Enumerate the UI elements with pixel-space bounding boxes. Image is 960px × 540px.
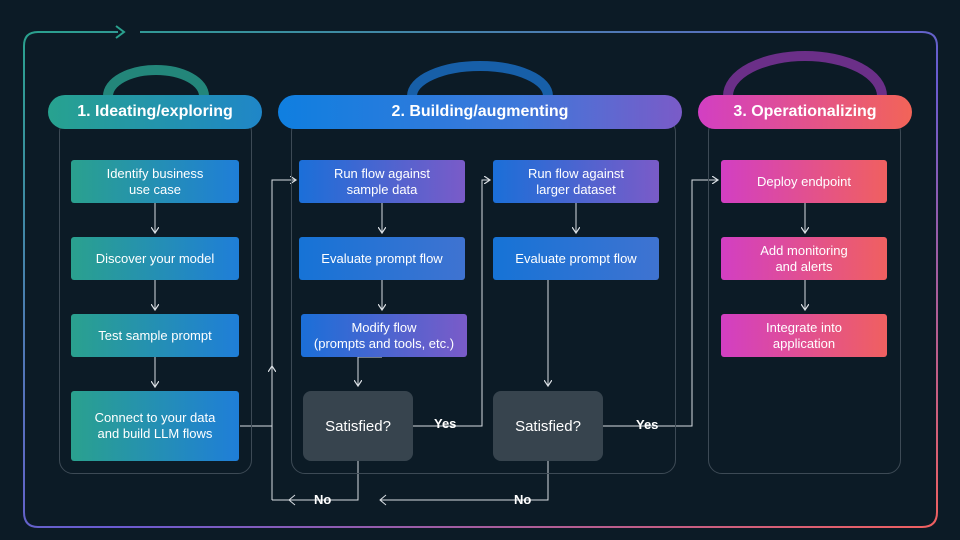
edge-label-no-2: No	[514, 492, 532, 507]
arc-phase-1	[103, 65, 209, 97]
step-modify-flow: Modify flow (prompts and tools, etc.)	[301, 314, 467, 357]
arc-phase-3	[723, 51, 887, 97]
arc-phase-2	[407, 61, 553, 97]
step-evaluate-prompt-flow-a: Evaluate prompt flow	[299, 237, 465, 280]
step-add-monitoring: Add monitoring and alerts	[721, 237, 887, 280]
step-run-flow-larger-dataset: Run flow against larger dataset	[493, 160, 659, 203]
step-deploy-endpoint: Deploy endpoint	[721, 160, 887, 203]
step-identify-business-use-case: Identify business use case	[71, 160, 239, 203]
edge-label-yes-2: Yes	[636, 417, 659, 432]
phase-2-header: 2. Building/augmenting	[278, 95, 682, 129]
edge-label-yes-1: Yes	[434, 416, 457, 431]
frame-arrow-icon	[115, 25, 126, 39]
phase-3-header: 3. Operationalizing	[698, 95, 912, 129]
edge-label-no-1: No	[314, 492, 332, 507]
step-evaluate-prompt-flow-b: Evaluate prompt flow	[493, 237, 659, 280]
step-run-flow-sample-data: Run flow against sample data	[299, 160, 465, 203]
step-integrate-application: Integrate into application	[721, 314, 887, 357]
outer-frame	[23, 31, 938, 528]
decision-satisfied-2: Satisfied?	[493, 391, 603, 461]
phase-1-header: 1. Ideating/exploring	[48, 95, 262, 129]
decision-satisfied-1: Satisfied?	[303, 391, 413, 461]
step-discover-model: Discover your model	[71, 237, 239, 280]
step-test-sample-prompt: Test sample prompt	[71, 314, 239, 357]
step-connect-data: Connect to your data and build LLM flows	[71, 391, 239, 461]
